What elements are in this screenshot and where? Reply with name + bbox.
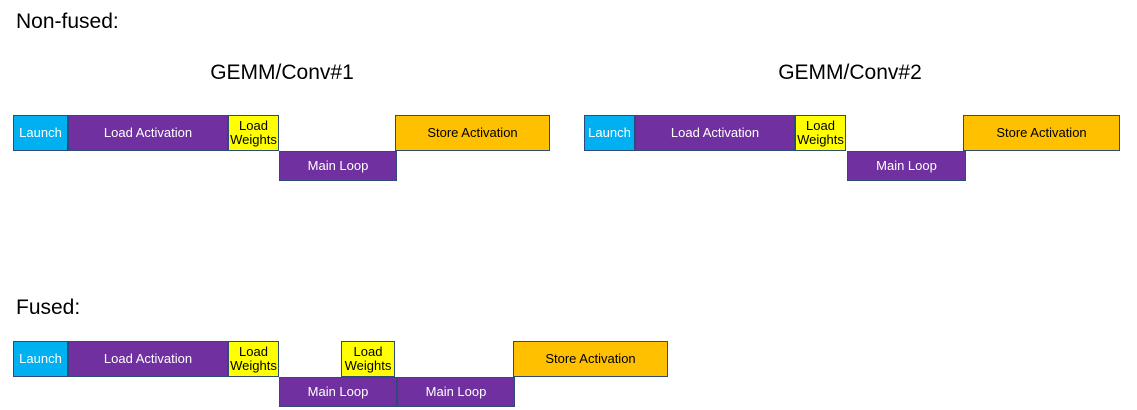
nonfused-g1-store-activation-bar[interactable]: Store Activation [395, 115, 550, 151]
bar-label-line1: Load [239, 343, 268, 359]
bar-label: Launch [19, 125, 62, 141]
nonfused-g2-main-loop-bar[interactable]: Main Loop [847, 151, 966, 181]
nonfused-g1-load-weights-bar[interactable]: Load Weights [228, 115, 279, 151]
group-title-gemm-conv-1: GEMM/Conv#1 [210, 61, 354, 84]
nonfused-g2-load-activation-bar[interactable]: Load Activation [635, 115, 795, 151]
group-title-gemm-conv-2: GEMM/Conv#2 [778, 61, 922, 84]
bar-label: Store Activation [427, 125, 518, 141]
nonfused-g2-load-weights-bar[interactable]: Load Weights [795, 115, 846, 151]
bar-label: Main Loop [876, 158, 937, 174]
bar-label: Load Activation [103, 351, 193, 367]
bar-label: Main Loop [425, 384, 487, 400]
fused-main-loop-bar-2[interactable]: Main Loop [397, 377, 515, 407]
fused-main-loop-bar-1[interactable]: Main Loop [279, 377, 397, 407]
fused-store-activation-bar[interactable]: Store Activation [513, 341, 668, 377]
nonfused-g2-launch-bar[interactable]: Launch [584, 115, 635, 151]
bar-label-line1: Load [806, 117, 835, 133]
nonfused-g2-store-activation-bar[interactable]: Store Activation [963, 115, 1120, 151]
nonfused-g1-main-loop-bar[interactable]: Main Loop [279, 151, 397, 181]
bar-label: Store Activation [996, 125, 1087, 141]
bar-label: Launch [19, 351, 62, 367]
bar-label-line2: Weights [797, 132, 844, 147]
fused-section-label: Fused: [16, 296, 81, 319]
bar-label-line2: Weights [230, 132, 277, 147]
nonfused-section-label: Non-fused: [16, 10, 119, 33]
bar-label-line1: Load [239, 117, 268, 133]
bar-label: Load Activation [103, 125, 193, 141]
bar-label: Store Activation [545, 351, 636, 367]
bar-label-line1: Load [353, 343, 383, 359]
bar-label-line2: Weights [230, 358, 277, 373]
fused-launch-bar[interactable]: Launch [13, 341, 68, 377]
fused-load-weights-bar-1[interactable]: Load Weights [228, 341, 279, 377]
nonfused-g1-load-activation-bar[interactable]: Load Activation [68, 115, 228, 151]
bar-label: Load Activation [670, 125, 760, 141]
nonfused-g1-launch-bar[interactable]: Launch [13, 115, 68, 151]
bar-label: Main Loop [307, 384, 369, 400]
bar-label: Launch [588, 125, 631, 141]
fused-load-activation-bar[interactable]: Load Activation [68, 341, 228, 377]
bar-label-line2: Weights [344, 358, 392, 373]
bar-label: Main Loop [307, 158, 369, 174]
fused-load-weights-bar-2[interactable]: Load Weights [341, 341, 395, 377]
